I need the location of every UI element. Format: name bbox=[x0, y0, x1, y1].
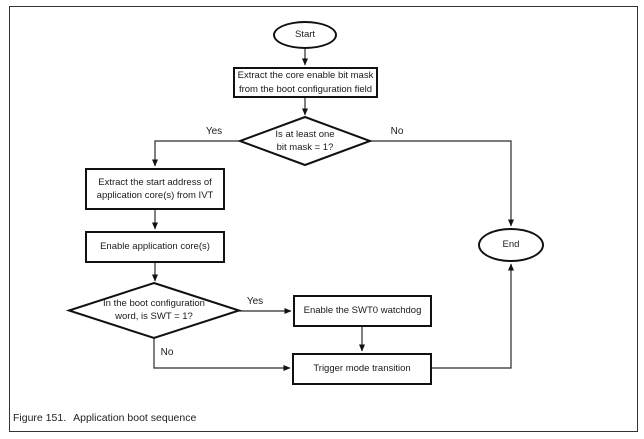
decision-bitmask-line1: Is at least one bbox=[275, 128, 335, 140]
process-enable-cores-label: Enable application core(s) bbox=[100, 241, 210, 253]
figure-caption-label: Figure 151. bbox=[13, 412, 67, 424]
process-extract-start-address-line2: application core(s) from IVT bbox=[96, 190, 214, 201]
edge-label-bitmask-no: No bbox=[390, 126, 404, 137]
figure-caption: Figure 151. Application boot sequence bbox=[13, 412, 196, 424]
figure-caption-title: Application boot sequence bbox=[73, 412, 197, 424]
process-enable-watchdog: Enable the SWT0 watchdog bbox=[293, 295, 432, 327]
decision-bitmask-line2: bit mask = 1? bbox=[276, 142, 334, 153]
decision-bitmask-text: Is at least one bit mask = 1? bbox=[245, 122, 365, 160]
decision-bitmask-shape bbox=[237, 115, 373, 167]
process-extract-bitmask-line1: Extract the core enable bit mask bbox=[237, 70, 374, 82]
process-extract-start-address-line1: Extract the start address of bbox=[98, 176, 212, 188]
edge-bitmask-yes bbox=[152, 140, 240, 167]
edge-label-swt-no: No bbox=[160, 347, 174, 358]
edge-swt-no bbox=[153, 338, 291, 371]
decision-swt-shape bbox=[65, 281, 243, 340]
decision-swt-line1: In the boot configuration bbox=[103, 297, 205, 309]
decision-swt-line2: word, is SWT = 1? bbox=[115, 311, 193, 322]
process-extract-start-address: Extract the start address of application… bbox=[85, 168, 225, 210]
end-terminal: End bbox=[478, 228, 544, 262]
edge-trigger-to-end bbox=[432, 263, 514, 369]
edge-label-swt-yes: Yes bbox=[246, 296, 264, 307]
decision-swt-text: In the boot configuration word, is SWT =… bbox=[74, 291, 234, 329]
process-trigger-transition-label: Trigger mode transition bbox=[313, 363, 411, 375]
edge-label-bitmask-yes: Yes bbox=[205, 126, 223, 137]
process-enable-cores: Enable application core(s) bbox=[85, 231, 225, 263]
process-trigger-transition: Trigger mode transition bbox=[292, 353, 432, 385]
process-extract-bitmask-line2: from the boot configuration field bbox=[238, 83, 373, 95]
end-terminal-label: End bbox=[502, 239, 520, 251]
process-extract-bitmask: Extract the core enable bit mask from th… bbox=[233, 67, 378, 98]
start-terminal-label: Start bbox=[294, 29, 316, 41]
edge-bitmask-no bbox=[370, 140, 514, 227]
process-enable-watchdog-label: Enable the SWT0 watchdog bbox=[303, 305, 422, 317]
start-terminal: Start bbox=[273, 21, 337, 49]
